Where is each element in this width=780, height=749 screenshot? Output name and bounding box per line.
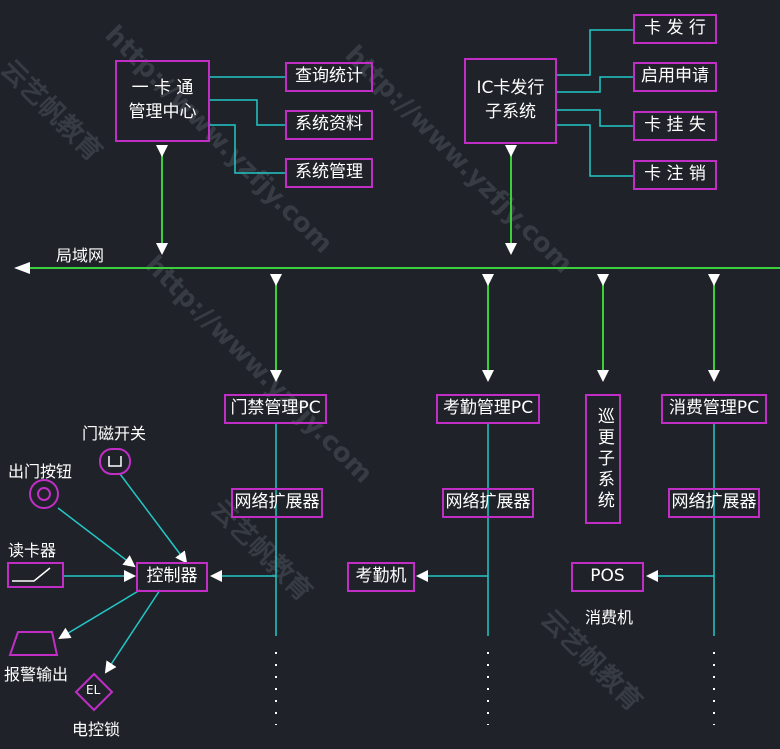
pos-caption: 消费机 bbox=[585, 608, 634, 627]
electric-lock-icon bbox=[74, 672, 114, 712]
ic-card-line2: 子系统 bbox=[485, 102, 536, 122]
consume-pc-box[interactable]: 消费管理PC bbox=[661, 394, 767, 424]
ic-link-lost bbox=[557, 109, 633, 127]
enable-apply-box[interactable]: 启用申请 bbox=[633, 62, 717, 92]
attendance-machine-box[interactable]: 考勤机 bbox=[347, 562, 415, 592]
alarm-output-label: 报警输出 bbox=[4, 665, 69, 684]
card-lost-box[interactable]: 卡 挂 失 bbox=[633, 111, 717, 141]
center-link-info bbox=[210, 99, 285, 126]
lock-symbol-text: EL bbox=[86, 683, 101, 697]
exit-button-label: 出门按钮 bbox=[8, 462, 73, 481]
patrol-subsystem-box[interactable]: 巡更子系统 bbox=[585, 394, 621, 524]
alarm-output-icon bbox=[8, 631, 59, 656]
center-link-mgmt bbox=[210, 124, 285, 174]
query-stats-box[interactable]: 查询统计 bbox=[285, 62, 373, 92]
ic-link-issue bbox=[557, 29, 633, 76]
system-info-box[interactable]: 系统资料 bbox=[285, 110, 373, 140]
attendance-pc-box[interactable]: 考勤管理PC bbox=[436, 394, 540, 424]
network-extender-attendance[interactable]: 网络扩展器 bbox=[442, 488, 534, 518]
door-switch-label: 门磁开关 bbox=[82, 424, 147, 443]
lan-bus-arrow bbox=[14, 262, 30, 274]
card-cancel-box[interactable]: 卡 注 销 bbox=[633, 160, 717, 190]
card-reader-icon bbox=[7, 562, 64, 588]
exitbutton-to-controller bbox=[57, 507, 136, 568]
exit-button-icon bbox=[29, 479, 59, 509]
ic-card-line1: IC卡发行 bbox=[476, 78, 545, 99]
ic-card-subsystem-box[interactable]: IC卡发行 子系统 bbox=[464, 58, 557, 144]
lan-label: 局域网 bbox=[56, 246, 105, 265]
system-mgmt-box[interactable]: 系统管理 bbox=[285, 158, 373, 188]
controller-to-alarm bbox=[58, 589, 141, 640]
door-switch-icon bbox=[99, 448, 131, 475]
electric-lock-label: 电控锁 bbox=[72, 720, 121, 739]
ic-link-apply bbox=[557, 76, 633, 93]
card-reader-label: 读卡器 bbox=[8, 541, 57, 560]
management-center-line1: 一 卡 通 bbox=[131, 78, 194, 99]
doorswitch-to-controller bbox=[119, 473, 188, 564]
ic-link-cancel bbox=[557, 124, 633, 177]
management-center-box[interactable]: 一 卡 通 管理中心 bbox=[115, 60, 210, 142]
management-center-line2: 管理中心 bbox=[128, 102, 197, 122]
network-extender-consume[interactable]: 网络扩展器 bbox=[668, 488, 760, 518]
controller-box[interactable]: 控制器 bbox=[136, 562, 208, 592]
network-extender-access[interactable]: 网络扩展器 bbox=[231, 488, 323, 518]
pos-box[interactable]: POS bbox=[571, 562, 644, 592]
controller-to-lock bbox=[104, 589, 161, 674]
access-control-pc-box[interactable]: 门禁管理PC bbox=[224, 394, 327, 424]
patrol-subsystem-label: 巡更子系统 bbox=[593, 406, 614, 512]
card-issue-box[interactable]: 卡 发 行 bbox=[633, 14, 717, 44]
